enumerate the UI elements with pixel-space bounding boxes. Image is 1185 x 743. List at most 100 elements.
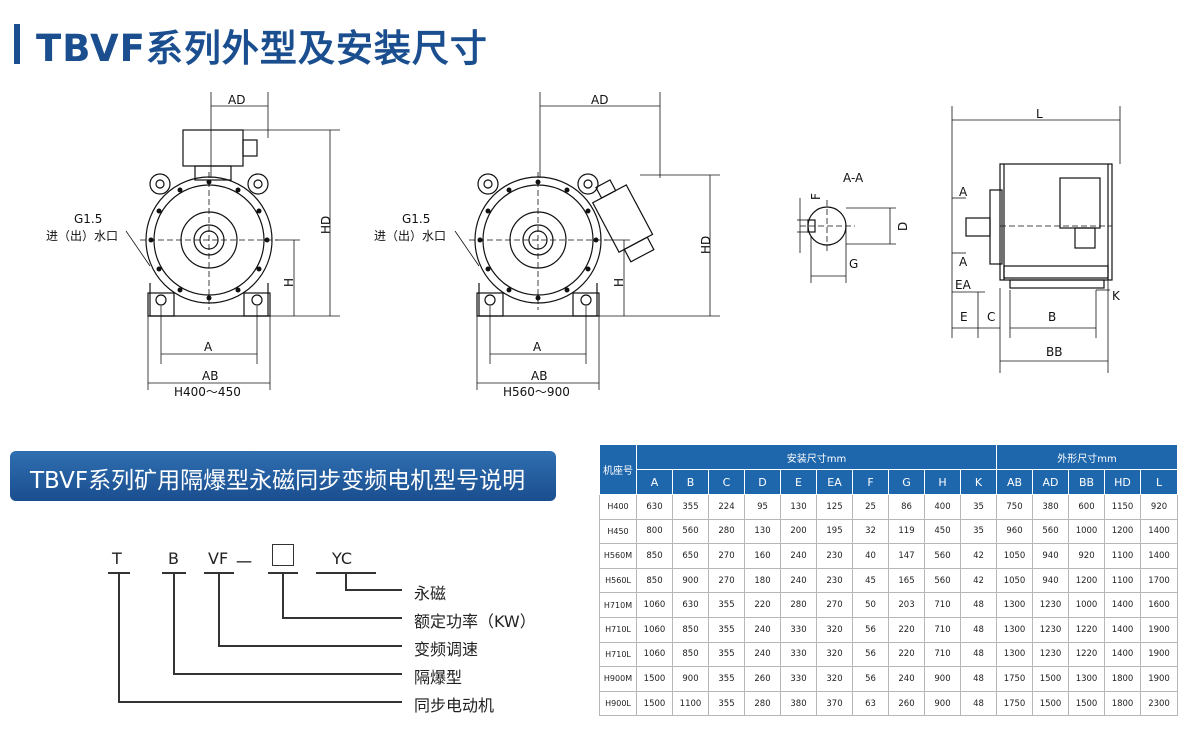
table-cell: 56 (852, 666, 889, 692)
table-cell: 56 (852, 616, 889, 643)
table-cell: 1400 (1140, 543, 1179, 569)
g15-label-1: G1.5 (74, 212, 102, 226)
table-cell: 25 (852, 494, 889, 520)
table-cell: 56 (852, 641, 889, 668)
table-cell: 355 (708, 616, 745, 643)
dim-a-2: A (533, 340, 542, 354)
table-cell: 119 (888, 518, 925, 545)
model-banner: TBVF系列矿用隔爆型永磁同步变频电机型号说明 (10, 451, 556, 501)
table-cell: 1100 (672, 690, 709, 717)
table-cell: 240 (744, 641, 781, 668)
table-cell: 1230 (1032, 592, 1070, 618)
dim-ab-1: AB (202, 369, 218, 383)
table-cell: 42 (959, 543, 998, 569)
code-part-dash: 一 (236, 553, 253, 572)
table-cell: 560 (1032, 518, 1070, 545)
title-accent-bar (14, 24, 20, 64)
table-cell: 320 (816, 666, 853, 692)
table-cell: 900 (672, 567, 709, 594)
dim-l: L (1036, 107, 1043, 121)
table-cell: 86 (888, 494, 925, 520)
section-mark-top: A (959, 185, 968, 199)
table-cell: 320 (816, 616, 853, 643)
table-cell: 1060 (636, 641, 673, 668)
table-cell: 850 (636, 543, 673, 569)
dim-b: B (1048, 310, 1056, 324)
table-cell: 1050 (996, 567, 1034, 594)
table-cell: 1100 (1104, 543, 1142, 569)
table-cell: 330 (780, 641, 817, 668)
table-cell: 180 (744, 567, 781, 594)
table-cell: 1700 (1140, 567, 1179, 594)
table-cell: 48 (959, 641, 998, 668)
table-cell: 35 (959, 494, 998, 520)
column-header: EA (816, 469, 853, 495)
column-header: AB (996, 469, 1034, 495)
table-cell: 125 (816, 494, 853, 520)
table-cell: 95 (744, 494, 781, 520)
dim-c: C (987, 310, 995, 324)
legend-variable-frequency: 变频调速 (414, 640, 479, 659)
table-cell: 1300 (996, 592, 1034, 618)
table-cell: 1220 (1068, 641, 1106, 668)
model-cell: H400 (599, 494, 637, 520)
model-cell: H900L (599, 690, 637, 717)
dim-ab-2: AB (531, 369, 547, 383)
table-cell: 240 (744, 616, 781, 643)
dim-f: F (809, 193, 823, 200)
code-part-b: B (168, 549, 179, 568)
table-cell: 1800 (1104, 690, 1142, 717)
table-cell: 900 (924, 690, 961, 717)
table-cell: 630 (672, 592, 709, 618)
model-cell: H560L (599, 567, 637, 594)
code-part-vf: VF (208, 549, 229, 568)
table-cell: 220 (744, 592, 781, 618)
table-cell: 165 (888, 567, 925, 594)
group-outline: 外形尺寸mm (996, 444, 1179, 470)
table-cell: 330 (780, 616, 817, 643)
page-title: TBVF系列外型及安装尺寸 (36, 27, 488, 70)
table-cell: 355 (708, 666, 745, 692)
table-cell: 355 (708, 690, 745, 717)
table-cell: 850 (636, 567, 673, 594)
table-cell: 750 (996, 494, 1034, 520)
table-cell: 1300 (996, 641, 1034, 668)
column-header: G (888, 469, 925, 495)
table-cell: 35 (959, 518, 998, 545)
row-header: 机座号 (599, 444, 637, 495)
model-cell: H900M (599, 666, 637, 692)
code-power-box (272, 544, 294, 566)
table-cell: 600 (1068, 494, 1106, 520)
table-cell: 850 (672, 616, 709, 643)
table-cell: 940 (1032, 567, 1070, 594)
table-cell: 240 (780, 543, 817, 569)
drawings-svg: AD HD H A AB H400～450 G1.5 进（出）水口 AD HD … (46, 92, 1121, 399)
table-cell: 355 (708, 592, 745, 618)
table-cell: 230 (816, 543, 853, 569)
table-cell: 240 (780, 567, 817, 594)
water-port-label-2: 进（出）水口 (374, 229, 446, 243)
table-cell: 900 (924, 666, 961, 692)
table-cell: 240 (888, 666, 925, 692)
column-header: K (959, 469, 998, 495)
column-header: HD (1104, 469, 1142, 495)
table-cell: 40 (852, 543, 889, 569)
dim-a-1: A (204, 340, 213, 354)
table-cell: 260 (888, 690, 925, 717)
table-cell: 1900 (1140, 641, 1179, 668)
table-cell: 355 (708, 641, 745, 668)
table-cell: 920 (1068, 543, 1106, 569)
table-cell: 1000 (1068, 592, 1106, 618)
table-cell: 270 (708, 543, 745, 569)
table-cell: 1300 (1068, 666, 1106, 692)
table-cell: 1500 (1032, 666, 1070, 692)
table-cell: 850 (672, 641, 709, 668)
section-label: A-A (843, 171, 864, 185)
table-cell: 1400 (1140, 518, 1179, 545)
table-cell: 370 (816, 690, 853, 717)
